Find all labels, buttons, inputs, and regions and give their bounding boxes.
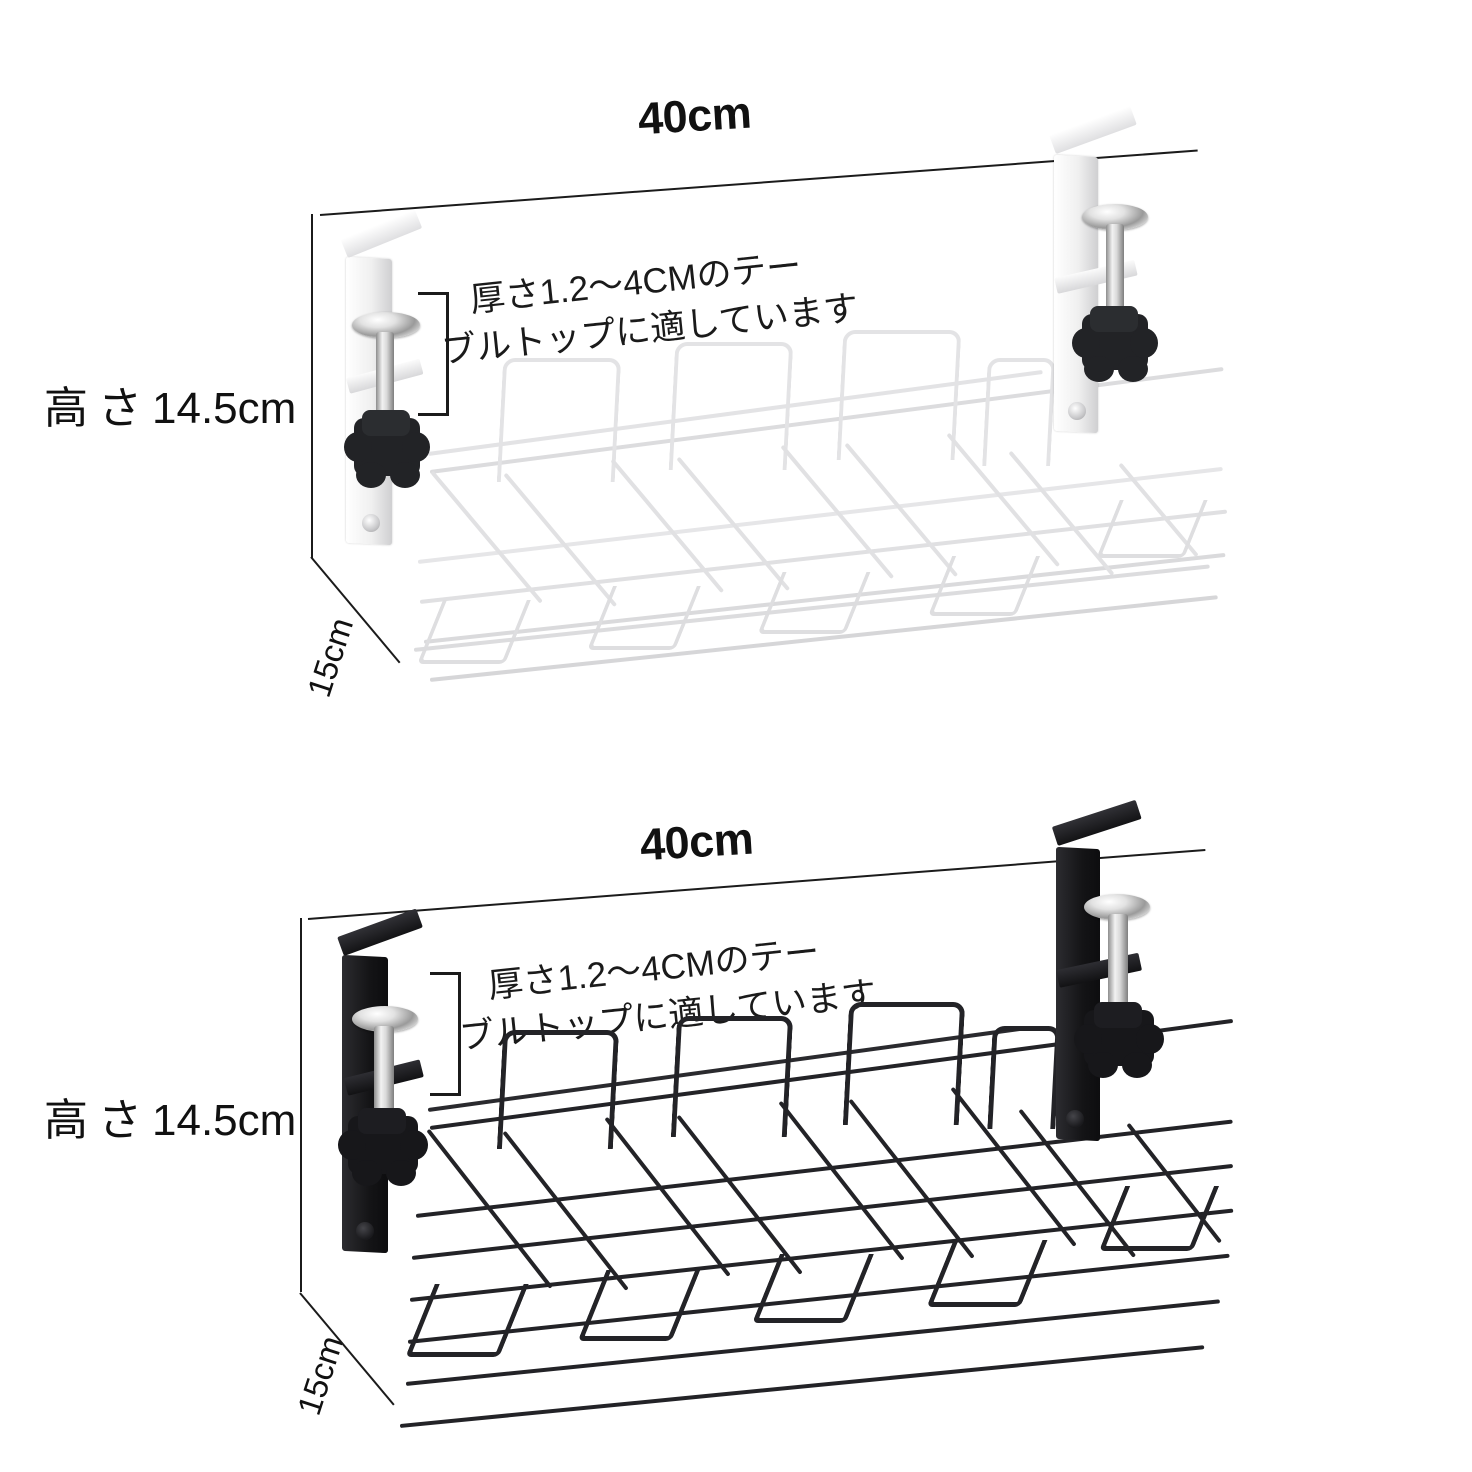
clamp-knob-top-black (1094, 1002, 1142, 1028)
basket-rib-black (842, 1002, 966, 1125)
height-label-value-white: 14.5cm (152, 384, 297, 433)
clamp-top-hook-white (1049, 105, 1137, 154)
clamp-knob-lobe-black (1088, 1052, 1118, 1078)
basket-keel-black (405, 1284, 529, 1357)
clamp-knob-lobe-black (1136, 1024, 1164, 1054)
basket-keel-black (1098, 1186, 1220, 1251)
height-dimension-line-white (311, 214, 313, 558)
black-tray-stage: 40cm 高さ14.5cm 15cm 厚さ1.2〜4CMのテーブルトップに適して… (0, 736, 1472, 1472)
white-tray-panel: 40cm 高さ14.5cm 15cm 厚さ1.2〜4CMのテーブルトップに適して… (44, 87, 1228, 701)
clamp-knob-lobe-black (400, 1130, 428, 1160)
basket-keel-black (926, 1240, 1048, 1307)
clamp-knob-lobe-black (386, 1160, 416, 1186)
clamp-knob-lobe-white (402, 432, 430, 462)
clamp-knob-lobe-white (1130, 328, 1158, 358)
clamp-knob-lobe-black (1122, 1052, 1152, 1078)
basket-wire-black (399, 1345, 1205, 1428)
clamp-top-hook-black (1051, 799, 1142, 846)
clamp-knob-lobe-white (356, 462, 386, 488)
clamp-screw-black (1066, 1110, 1084, 1128)
basket-rib-white (668, 342, 794, 470)
basket-rib-black (496, 1030, 620, 1149)
height-dimension-line-black (300, 918, 302, 1292)
thickness-bracket-white (418, 292, 449, 416)
white-tray-stage: 40cm 高さ14.5cm 15cm 厚さ1.2〜4CMのテーブルトップに適して… (44, 87, 1228, 701)
clamp-screw-white (1068, 402, 1086, 420)
height-label-value-black: 14.5cm (152, 1096, 297, 1145)
basket-strut-white (430, 470, 543, 604)
clamp-right-black (1036, 799, 1166, 1142)
cable-tray-product-white (326, 105, 1228, 682)
height-label-prefix-white: 高さ (44, 384, 152, 433)
clamp-top-hook-black (337, 908, 423, 956)
basket-strut-black (676, 1114, 803, 1275)
clamp-left-white (326, 209, 446, 546)
clamp-post-black (1056, 846, 1100, 1142)
clamp-knob-lobe-black (338, 1130, 366, 1160)
clamp-post-white (1054, 154, 1098, 434)
height-dimension-label-white: 高さ14.5cm (44, 372, 296, 436)
thickness-bracket-black (430, 972, 461, 1096)
basket-keel-white (417, 600, 531, 664)
height-label-prefix-black: 高さ (44, 1096, 152, 1145)
height-dimension-label-black: 高さ14.5cm (44, 1084, 296, 1148)
clamp-right-white (1032, 105, 1162, 434)
clamp-screw-white (362, 514, 380, 532)
clamp-knob-top-white (362, 410, 410, 436)
basket-strut-black (502, 1130, 629, 1291)
black-tray-panel: 40cm 高さ14.5cm 15cm 厚さ1.2〜4CMのテーブルトップに適して… (0, 736, 1472, 1472)
clamp-bolt-stem-black (374, 1026, 394, 1124)
basket-keel-black (752, 1254, 874, 1323)
clamp-knob-lobe-white (1072, 328, 1100, 358)
clamp-screw-black (356, 1222, 374, 1240)
cable-tray-product-black (0, 736, 1472, 1472)
basket-rib-black (670, 1016, 794, 1137)
clamp-knob-lobe-white (1118, 356, 1148, 382)
clamp-knob-lobe-white (390, 462, 420, 488)
clamp-top-hook-white (340, 209, 423, 258)
clamp-knob-lobe-white (1084, 356, 1114, 382)
clamp-bolt-stem-black (1108, 914, 1128, 1018)
clamp-bolt-stem-white (1106, 224, 1124, 324)
clamp-knob-top-black (358, 1108, 406, 1134)
clamp-knob-lobe-black (352, 1160, 382, 1186)
basket-strut-black (604, 1116, 731, 1277)
clamp-knob-top-white (1090, 306, 1138, 332)
clamp-knob-lobe-white (344, 432, 372, 462)
clamp-bolt-stem-white (376, 332, 394, 428)
basket-rib-white (836, 330, 962, 460)
clamp-knob-lobe-black (1074, 1024, 1102, 1054)
basket-rib-white (496, 358, 622, 482)
clamp-left-black (328, 908, 448, 1254)
